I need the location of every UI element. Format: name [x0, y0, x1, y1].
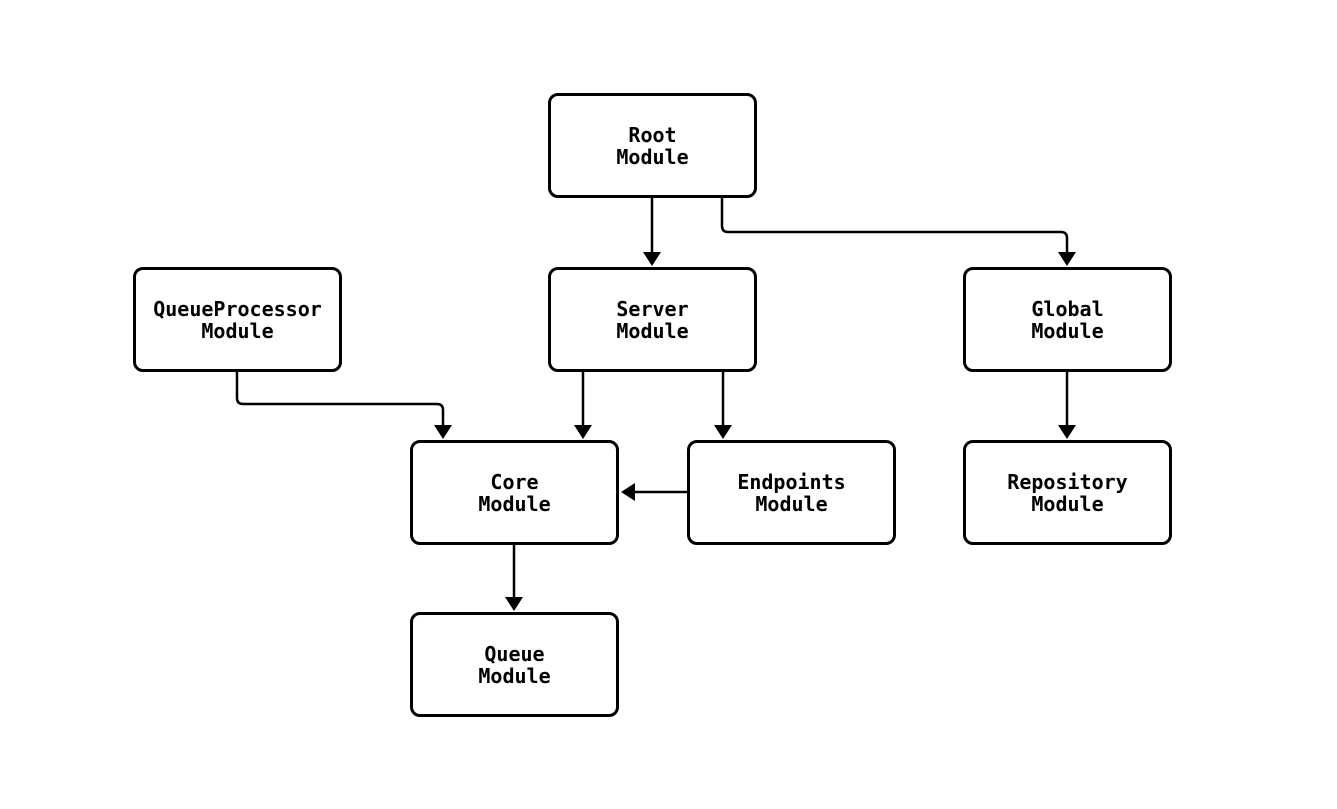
node-label-line: Module [755, 491, 828, 516]
node-label-line: Module [478, 491, 551, 516]
node-label-line: Module [616, 144, 689, 169]
node-label-line: Server [616, 296, 689, 321]
node-core-module: Core Module [410, 440, 619, 545]
node-label-line: Root [628, 122, 677, 147]
node-label-line: Endpoints [737, 469, 846, 494]
edge-root-to-global [720, 197, 1076, 266]
edge-queueprocessor-to-core [235, 372, 452, 439]
node-queue-module: Queue Module [410, 612, 619, 717]
node-label-line: Module [478, 663, 551, 688]
node-label-line: Queue [484, 641, 545, 666]
node-global-module: Global Module [963, 267, 1172, 372]
node-label-line: Module [201, 318, 274, 343]
node-label-line: Repository [1007, 469, 1128, 494]
node-label-line: Core [490, 469, 539, 494]
node-endpoints-module: Endpoints Module [687, 440, 896, 545]
node-label-line: QueueProcessor [153, 296, 322, 321]
node-repository-module: Repository Module [963, 440, 1172, 545]
node-root-module: Root Module [548, 93, 757, 198]
node-server-module: Server Module [548, 267, 757, 372]
node-label-line: Module [1031, 491, 1104, 516]
node-queueprocessor-module: QueueProcessor Module [133, 267, 342, 372]
node-label-line: Module [616, 318, 689, 343]
node-label-line: Module [1031, 318, 1104, 343]
node-label-line: Global [1031, 296, 1104, 321]
